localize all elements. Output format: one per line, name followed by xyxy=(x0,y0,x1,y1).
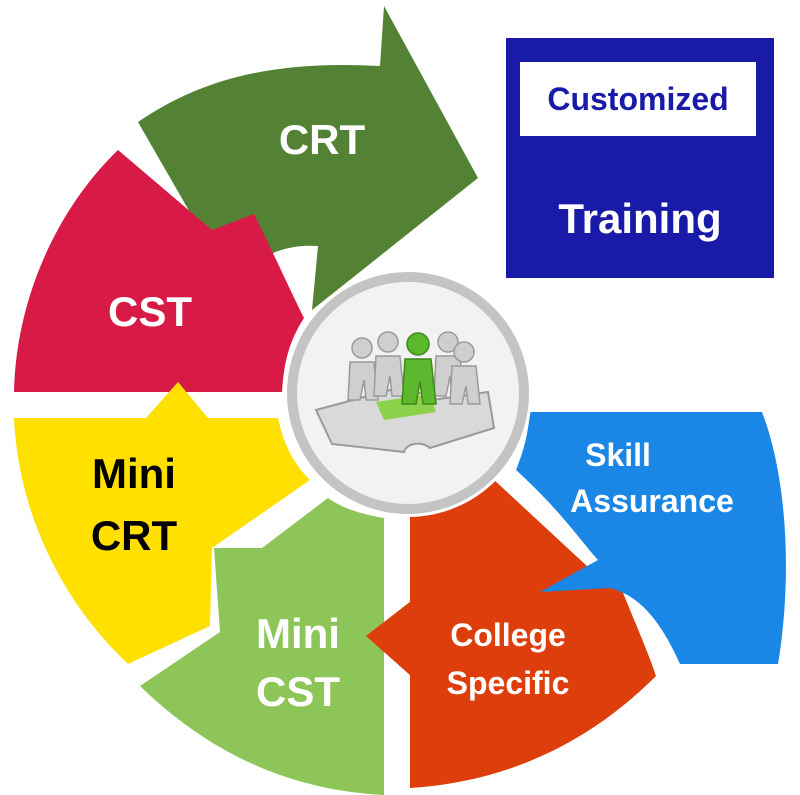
person-head xyxy=(437,331,459,353)
segment-college-specific-arrow xyxy=(366,566,456,716)
person-head xyxy=(377,331,399,353)
label-skill-assurance-2: Assurance xyxy=(570,483,734,519)
label-crt: CRT xyxy=(279,116,366,163)
puzzle-piece-highlight xyxy=(376,394,436,420)
person-head xyxy=(453,341,475,363)
title-line-2: Training xyxy=(558,195,722,242)
leader-head xyxy=(406,332,430,356)
label-mini-crt-1: Mini xyxy=(92,450,176,497)
segment-skill-assurance xyxy=(516,412,786,664)
segment-cst xyxy=(14,150,304,392)
title-box: Customized Training xyxy=(506,38,774,278)
segment-mini-crt xyxy=(14,382,310,664)
team-puzzle-icon xyxy=(314,331,496,454)
label-college-specific-2: Specific xyxy=(447,665,570,701)
title-line-1: Customized xyxy=(547,80,729,117)
segment-college-specific xyxy=(410,478,656,788)
person-head xyxy=(351,337,373,359)
segment-mini-cst xyxy=(140,498,384,795)
label-skill-assurance-1: Skill xyxy=(585,437,651,473)
label-cst: CST xyxy=(108,288,192,335)
label-college-specific-1: College xyxy=(450,617,566,653)
person-body xyxy=(373,355,405,397)
label-mini-crt-2: CRT xyxy=(91,512,178,559)
title-inner-panel: Customized xyxy=(520,62,756,136)
label-mini-cst-2: CST xyxy=(256,668,340,715)
leader-body xyxy=(401,358,437,405)
person-body xyxy=(449,365,481,405)
label-mini-cst-1: Mini xyxy=(256,610,340,657)
